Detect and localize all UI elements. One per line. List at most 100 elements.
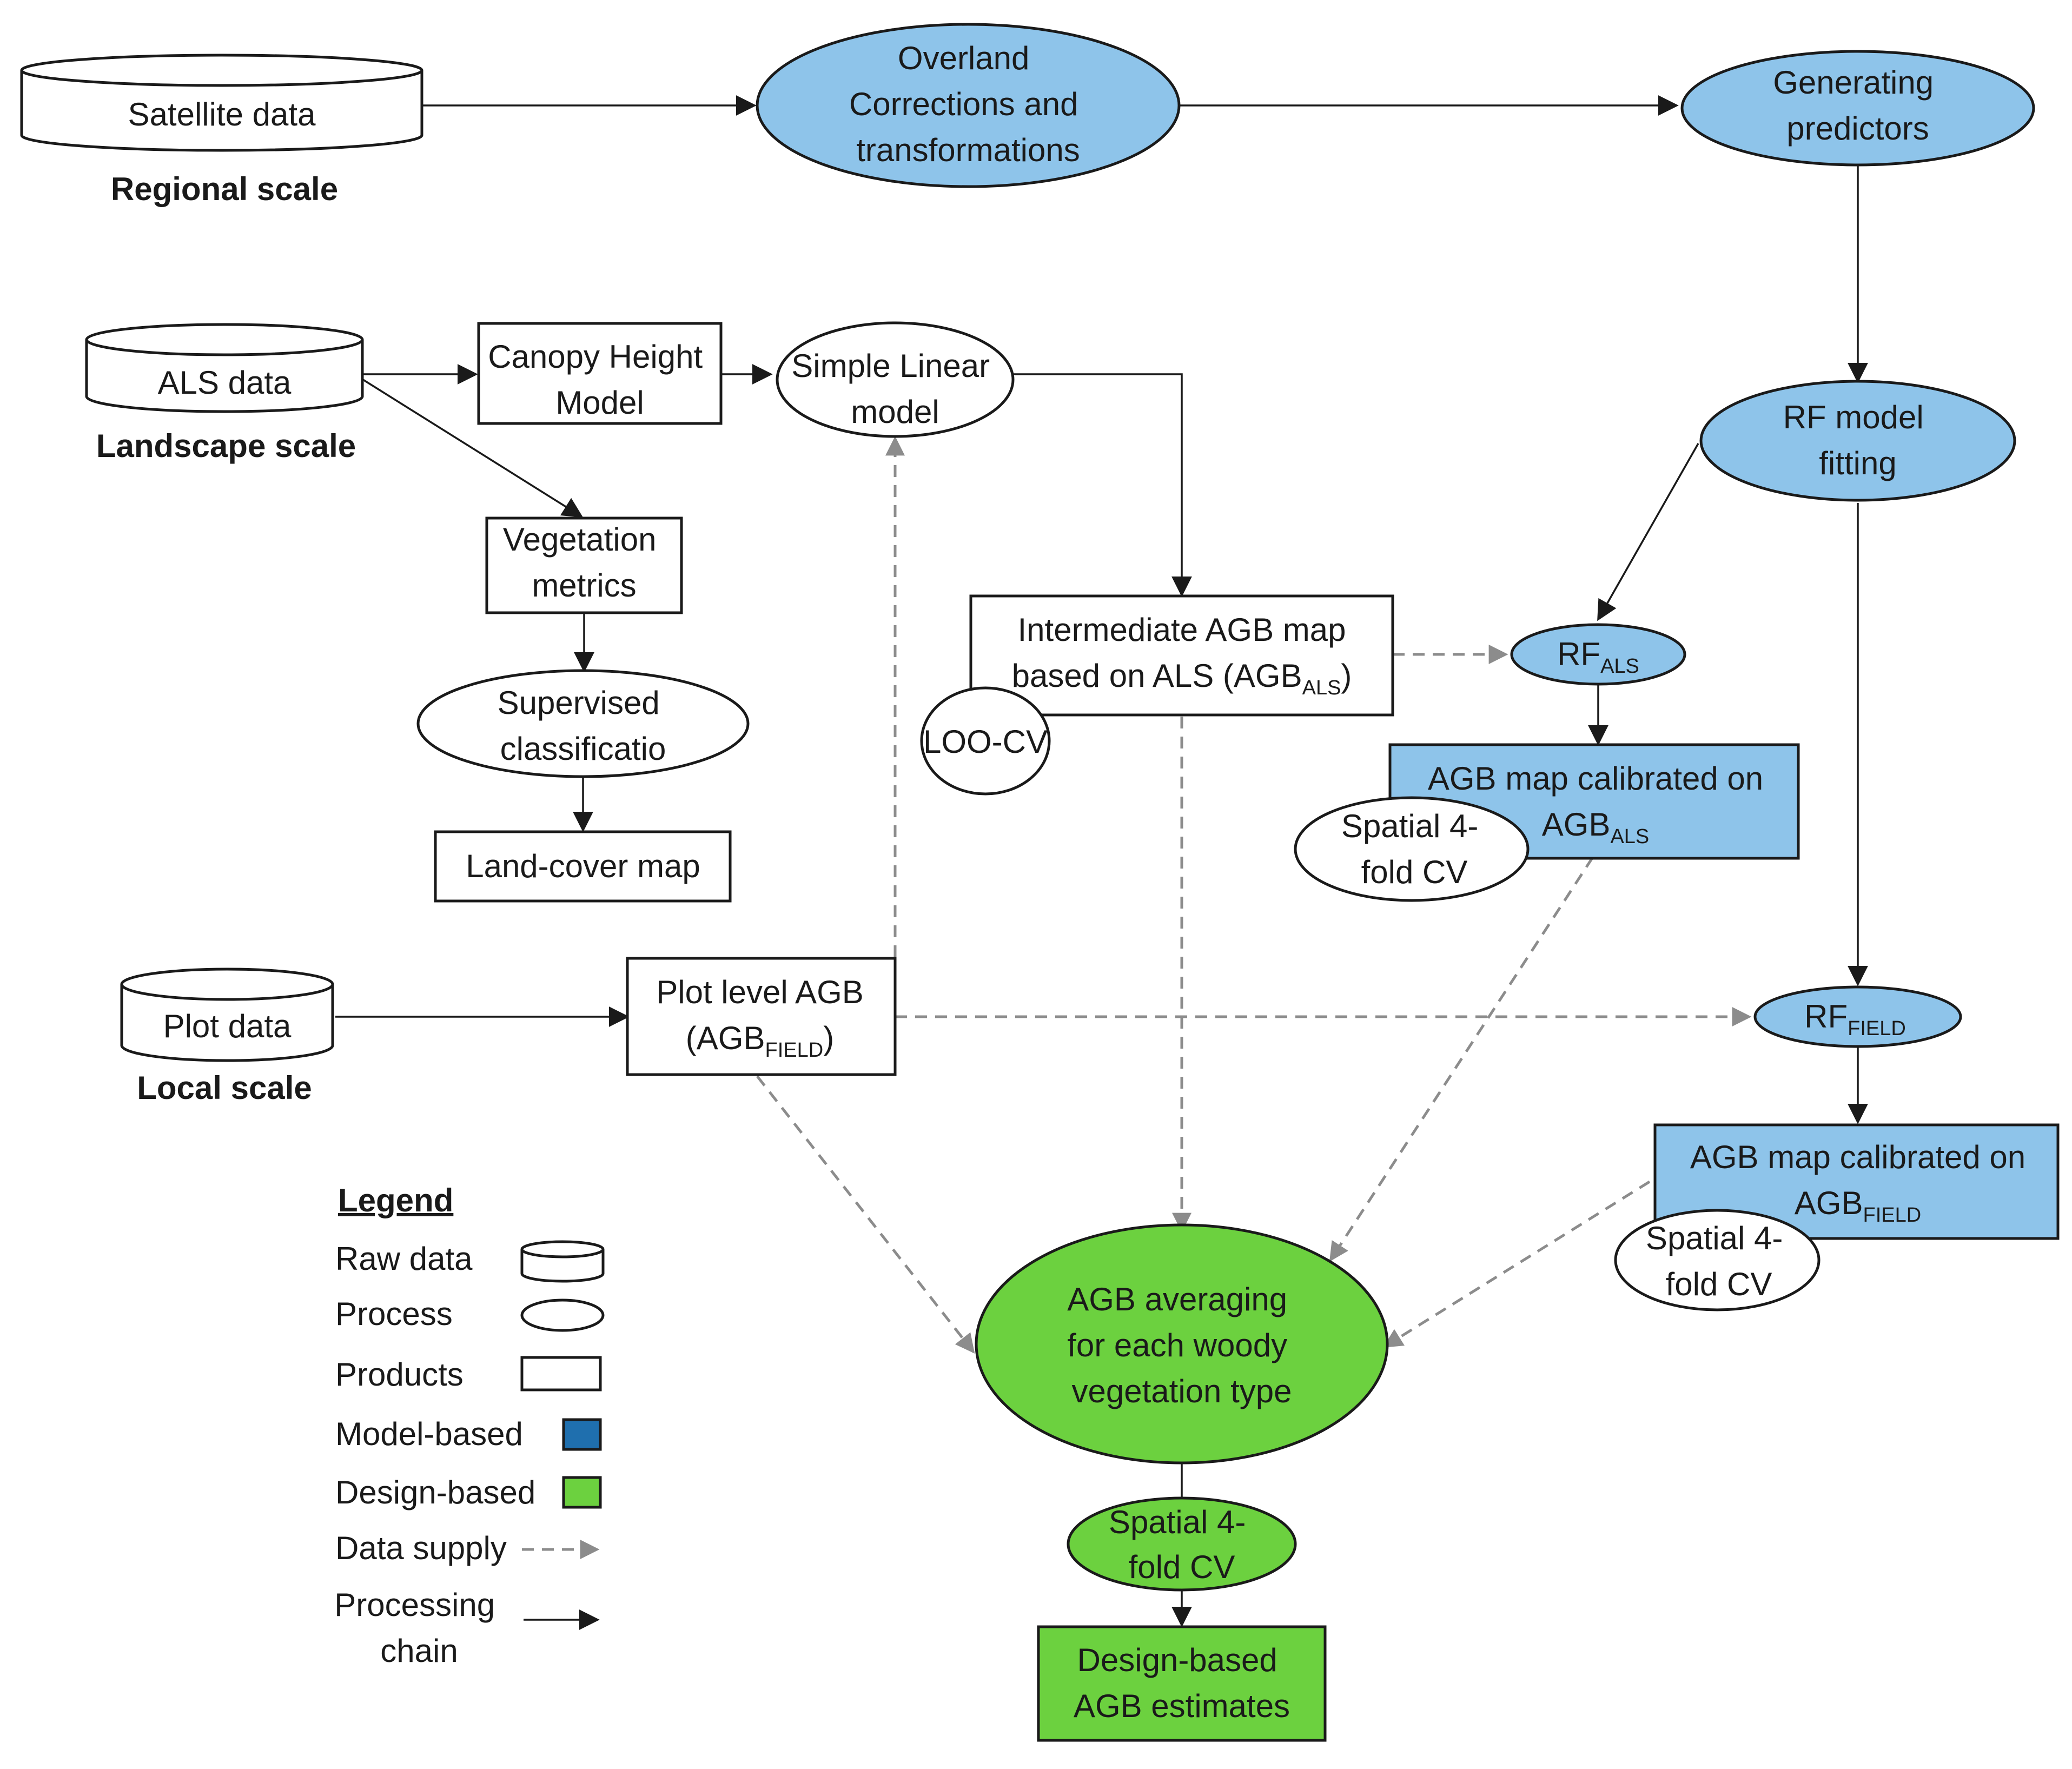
plot-level-line-2-post: ) xyxy=(823,1020,834,1056)
generating-predictors-line-2: predictors xyxy=(1786,110,1929,147)
agb-map-field-line-2-sub: FIELD xyxy=(1863,1204,1922,1227)
svg-text:Spatial 4- fold CV: Spatial 4- fold CV xyxy=(1646,1220,1792,1302)
svg-text:Design-based AGB estimat: Design-based AGB estimates xyxy=(1074,1642,1290,1724)
overland-line-1: Overland xyxy=(898,40,1029,76)
local-scale-label: Local scale xyxy=(137,1070,312,1106)
spatial-cv-design-line-1: Spatial 4- xyxy=(1109,1504,1246,1540)
arrow-rf-fitting-to-rf-als xyxy=(1597,443,1699,621)
canopy-height-model-product: Canopy Height Model xyxy=(477,322,723,425)
spatial-cv-design-line-2: fold CV xyxy=(1129,1549,1235,1585)
overland-line-2: Corrections and xyxy=(849,86,1078,122)
rf-als-sub: ALS xyxy=(1600,655,1639,678)
legend-process-swatch xyxy=(520,1298,605,1332)
simple-linear-line-2: model xyxy=(851,394,939,430)
plot-level-agb-product: Plot level AGB (AGBFIELD) xyxy=(626,957,897,1076)
legend-raw-data-label: Raw data xyxy=(335,1241,473,1277)
agb-averaging-line-3: vegetation type xyxy=(1072,1373,1292,1409)
loo-cv-process: LOO-CV xyxy=(920,686,1051,796)
svg-text:Generating predictors: Generating predictors xyxy=(1773,64,1943,147)
svg-text:based on ALS (AGBALS): based on ALS (AGBALS) xyxy=(1012,658,1352,699)
legend-products-label: Products xyxy=(335,1356,464,1393)
intermediate-agb-map-product: Intermediate AGB map based on ALS (AGBAL… xyxy=(969,594,1394,717)
legend-model-based-label: Model-based xyxy=(335,1416,523,1452)
intermediate-line-2-sub: ALS xyxy=(1302,677,1341,699)
supervised-classification-process: Supervised classificatio xyxy=(416,669,750,778)
rf-als-base: RF xyxy=(1557,636,1600,672)
intermediate-line-1: Intermediate AGB map xyxy=(1018,612,1346,648)
simple-linear-model-process: Simple Linear model xyxy=(776,321,1015,438)
agb-map-als-line-2-sub: ALS xyxy=(1610,825,1649,848)
legend-design-based-swatch xyxy=(562,1476,602,1509)
agb-map-als-line-1: AGB map calibrated on xyxy=(1428,760,1763,797)
dashed-agb-map-als-to-averaging xyxy=(1329,856,1594,1262)
dashed-agb-map-field-to-averaging xyxy=(1382,1180,1651,1348)
rf-model-fitting-process: RF model fitting xyxy=(1699,380,2016,502)
legend-raw-data-swatch xyxy=(520,1240,605,1283)
supervised-line-1: Supervised xyxy=(498,685,660,721)
intermediate-line-2-post: ) xyxy=(1341,658,1352,694)
spatial-cv-field-line-2: fold CV xyxy=(1666,1266,1772,1302)
rf-field-base: RF xyxy=(1804,998,1848,1035)
canopy-line-1: Canopy Height xyxy=(488,339,703,375)
simple-linear-line-1: Simple Linear xyxy=(791,348,990,384)
plot-data-node: Plot data xyxy=(120,968,334,1062)
legend: Legend Raw data Process Products Model-b… xyxy=(334,1182,605,1669)
svg-text:Vegetation metrics: Vegetation metrics xyxy=(503,521,665,604)
svg-text:AGBALS: AGBALS xyxy=(1542,806,1650,848)
agb-averaging-process: AGB averaging for each woody vegetation … xyxy=(975,1223,1389,1465)
satellite-data-label: Satellite data xyxy=(128,96,316,132)
spatial-cv-design-process: Spatial 4- fold CV xyxy=(1067,1496,1297,1592)
legend-title: Legend xyxy=(338,1182,453,1218)
agb-averaging-line-2: for each woody xyxy=(1067,1327,1287,1363)
rf-model-fitting-line-2: fitting xyxy=(1819,445,1896,481)
svg-text:Overland Corrections and: Overland Corrections and transformations xyxy=(849,40,1087,168)
svg-text:Canopy Height Model: Canopy Height Model xyxy=(488,339,712,421)
land-cover-map-product: Land-cover map xyxy=(434,830,732,903)
design-based-estimates-product: Design-based AGB estimates xyxy=(1037,1625,1327,1742)
svg-text:Spatial 4- fold CV: Spatial 4- fold CV xyxy=(1109,1504,1255,1585)
plot-data-label: Plot data xyxy=(163,1008,292,1044)
spatial-cv-als-line-1: Spatial 4- xyxy=(1341,808,1478,844)
intermediate-line-2-pre: based on ALS (AGB xyxy=(1012,658,1302,694)
svg-text:AGBFIELD: AGBFIELD xyxy=(1795,1185,1921,1227)
svg-text:AGB averaging for each w: AGB averaging for each woody vegetation … xyxy=(1067,1281,1296,1409)
land-cover-label: Land-cover map xyxy=(466,848,700,884)
agb-map-field-line-1: AGB map calibrated on xyxy=(1690,1139,2025,1175)
regional-scale-label: Regional scale xyxy=(111,171,338,207)
design-estimates-line-1: Design-based xyxy=(1077,1642,1277,1678)
spatial-cv-als-line-2: fold CV xyxy=(1361,854,1468,890)
overland-process: Overland Corrections and transformations xyxy=(756,23,1181,188)
spatial-cv-als-process: Spatial 4- fold CV xyxy=(1294,796,1530,902)
legend-processing-line-1: Processing xyxy=(334,1587,495,1623)
plot-level-line-2-sub: FIELD xyxy=(765,1039,824,1062)
rf-model-fitting-line-1: RF model xyxy=(1783,399,1924,435)
spatial-cv-field-line-1: Spatial 4- xyxy=(1646,1220,1783,1256)
als-data-node: ALS data xyxy=(85,323,364,413)
spatial-cv-field-process: Spatial 4- fold CV xyxy=(1614,1209,1821,1311)
plot-level-line-1: Plot level AGB xyxy=(656,974,864,1010)
svg-text:Simple Linear model: Simple Linear model xyxy=(791,348,999,430)
vegetation-line-1: Vegetation xyxy=(503,521,657,558)
supervised-line-2: classificatio xyxy=(500,731,666,767)
svg-text:Processing chain: Processing chain xyxy=(334,1587,504,1669)
agb-map-field-line-2-base: AGB xyxy=(1795,1185,1863,1221)
satellite-data-node: Satellite data xyxy=(20,54,423,152)
rf-field-process: RFFIELD xyxy=(1753,985,1962,1048)
landscape-scale-label: Landscape scale xyxy=(96,428,356,464)
legend-data-supply-label: Data supply xyxy=(335,1530,507,1566)
connectors xyxy=(335,95,1868,1627)
plot-level-line-2-pre: (AGB xyxy=(686,1020,765,1056)
legend-products-swatch xyxy=(520,1356,602,1392)
legend-process-label: Process xyxy=(335,1296,453,1332)
svg-text:RFFIELD: RFFIELD xyxy=(1804,998,1906,1040)
overland-line-3: transformations xyxy=(856,132,1080,168)
arrow-als-to-vegetation-metrics xyxy=(361,377,584,518)
svg-text:Supervised classificatio: Supervised classificatio xyxy=(498,685,669,767)
generating-predictors-process: Generating predictors xyxy=(1680,50,2035,167)
rf-als-process: RFALS xyxy=(1510,623,1686,686)
generating-predictors-line-1: Generating xyxy=(1773,64,1934,101)
vegetation-line-2: metrics xyxy=(532,567,636,604)
svg-text:Spatial 4- fold CV: Spatial 4- fold CV xyxy=(1341,808,1487,890)
als-data-label: ALS data xyxy=(158,365,292,401)
